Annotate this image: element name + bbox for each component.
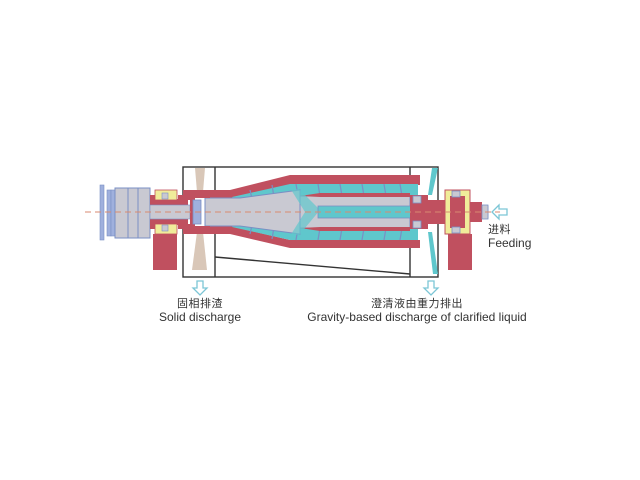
solid-discharge-cn: 固相排渣 xyxy=(177,297,223,310)
liquid-discharge-label: 澄清液由重力排出 Gravity-based discharge of clar… xyxy=(292,297,542,324)
feed-arrow-icon xyxy=(491,203,508,221)
solid-discharge-label: 固相排渣 Solid discharge xyxy=(140,297,260,324)
solid-discharge-en: Solid discharge xyxy=(158,310,242,324)
feeding-label: 进料 Feeding xyxy=(488,223,531,250)
liquid-discharge-en: Gravity-based discharge of clarified liq… xyxy=(307,310,527,324)
left-drive xyxy=(99,184,210,270)
liquid-spray xyxy=(428,168,438,274)
solid-spray xyxy=(192,168,207,270)
screw-hub xyxy=(204,188,411,236)
right-bearing xyxy=(410,189,489,270)
feeding-en: Feeding xyxy=(488,236,532,250)
solid-discharge-arrow-icon xyxy=(191,280,209,296)
liquid-discharge-arrow-icon xyxy=(422,280,440,296)
liquid-discharge-cn: 澄清液由重力排出 xyxy=(371,297,463,310)
feeding-cn: 进料 xyxy=(488,223,511,236)
